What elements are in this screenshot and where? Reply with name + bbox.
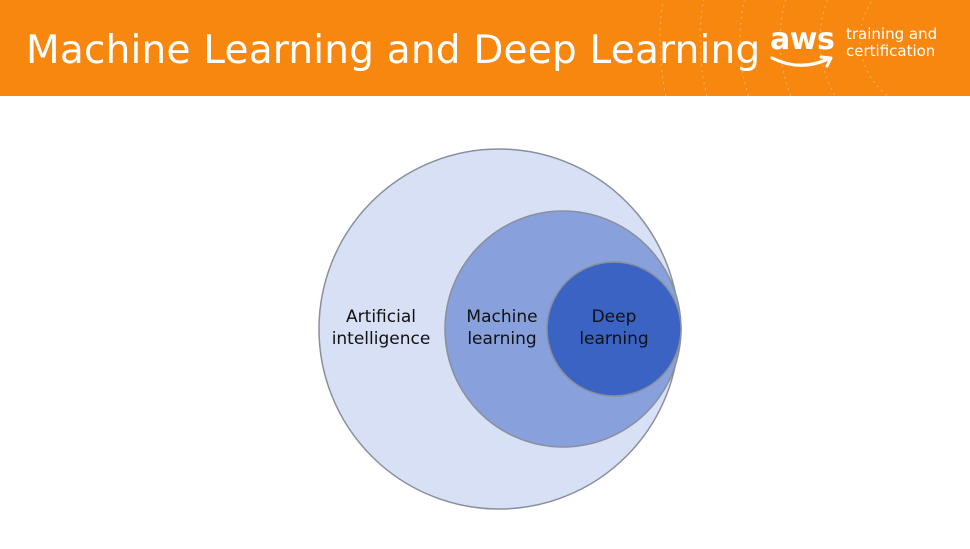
circle-deep-learning	[546, 261, 682, 397]
label-dl-line1: Deep	[591, 307, 637, 327]
label-deep-learning: Deep learning	[562, 306, 666, 350]
logo-tagline-line2: certification	[846, 42, 936, 60]
label-artificial-intelligence: Artificial intelligence	[321, 306, 441, 350]
aws-wordmark: aws	[770, 22, 835, 57]
logo-tagline-line1: training and	[846, 25, 938, 43]
label-ai-line1: Artificial	[346, 307, 416, 327]
header-banner: Machine Learning and Deep Learning aws t…	[0, 0, 970, 96]
aws-smile-icon	[770, 55, 833, 68]
decorative-arcs	[659, 0, 889, 96]
label-ai-line2: intelligence	[331, 329, 431, 349]
label-machine-learning: Machine learning	[452, 306, 552, 350]
aws-logo: aws training and certification	[768, 22, 958, 78]
label-ml-line2: learning	[467, 329, 537, 349]
label-dl-line2: learning	[579, 329, 649, 349]
logo-tagline: training and certification	[846, 26, 937, 60]
label-ml-line1: Machine	[466, 307, 538, 327]
page-title: Machine Learning and Deep Learning	[26, 28, 761, 73]
nested-circles-diagram	[318, 148, 682, 510]
